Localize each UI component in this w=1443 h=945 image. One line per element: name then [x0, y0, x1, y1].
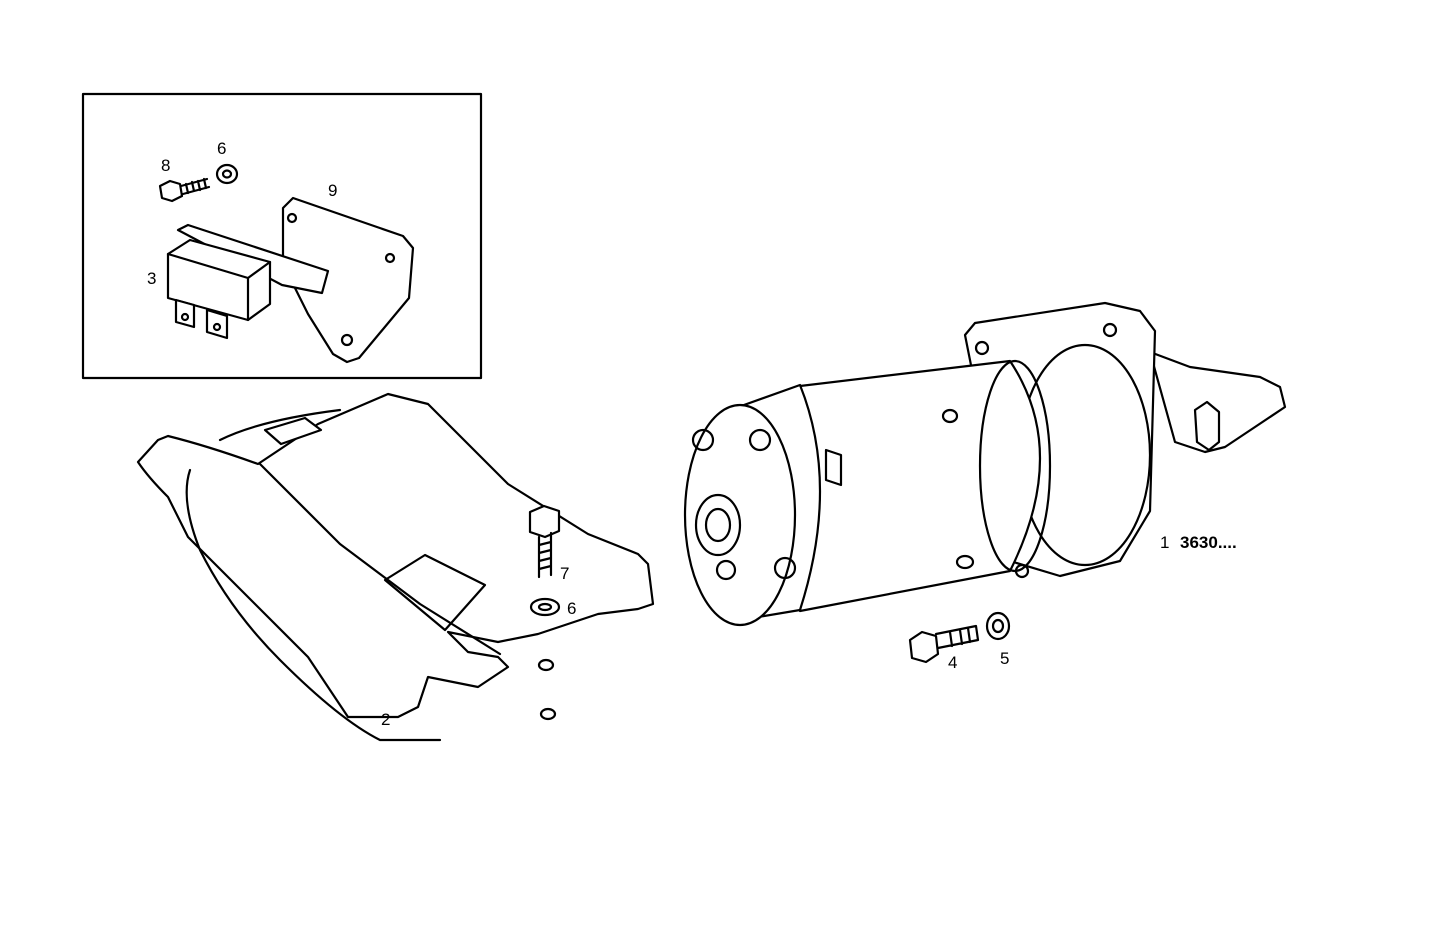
inset-washer — [215, 163, 239, 185]
inset-frame — [81, 92, 483, 380]
starter-bolt — [908, 624, 980, 664]
callout-2: 2 — [381, 710, 390, 729]
inset-bolt — [158, 177, 211, 203]
mounting-plate — [281, 196, 415, 364]
callout-6-inset: 6 — [217, 139, 226, 158]
callout-4: 4 — [948, 653, 957, 672]
callout-7: 7 — [560, 564, 569, 583]
shield-bolt — [528, 504, 561, 579]
callout-9: 9 — [328, 181, 337, 200]
part-code: 3630.... — [1180, 533, 1237, 552]
relay — [166, 223, 330, 340]
callout-3: 3 — [147, 269, 156, 288]
starter-motor — [683, 301, 1287, 627]
shield-washer — [529, 597, 561, 617]
callout-8: 8 — [161, 156, 170, 175]
callout-5: 5 — [1000, 649, 1009, 668]
heat-shield — [136, 392, 655, 742]
starter-washer — [985, 611, 1011, 641]
callout-6-shield: 6 — [567, 599, 576, 618]
callout-1: 1 — [1160, 533, 1169, 552]
